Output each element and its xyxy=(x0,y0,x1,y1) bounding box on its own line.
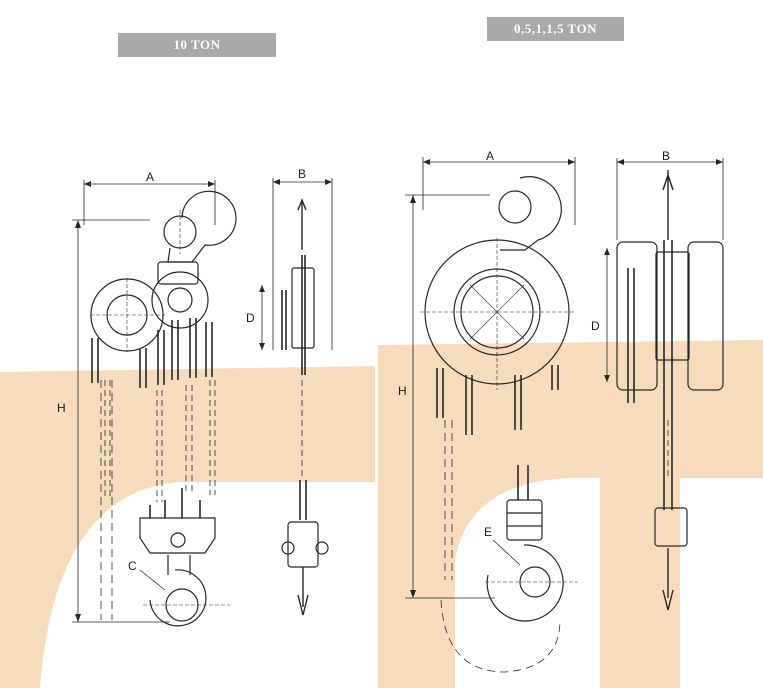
left-dim-h: H xyxy=(57,219,170,623)
right-top-hook xyxy=(500,176,562,251)
right-dim-h-label: H xyxy=(398,384,407,398)
left-front-view: A H xyxy=(57,170,237,627)
left-side-housing xyxy=(291,267,315,349)
left-load-chains xyxy=(91,318,216,620)
left-dim-b-label: B xyxy=(298,167,306,181)
left-dim-a: A xyxy=(83,170,216,225)
right-front-view: A H xyxy=(398,149,578,673)
left-dim-c-label: C xyxy=(128,559,137,573)
right-side-wheel xyxy=(616,241,658,391)
left-dim-d-label: D xyxy=(246,311,255,325)
right-dim-e-label: E xyxy=(484,525,492,539)
left-gear-housing xyxy=(157,261,199,285)
left-side-view: B D xyxy=(246,167,333,616)
left-bottom-hook xyxy=(149,569,207,627)
capacity-badge-small: 0,5,1,1,5 TON xyxy=(487,17,624,41)
capacity-badge-10-ton: 10 TON xyxy=(118,33,276,57)
right-dim-b-label: B xyxy=(662,149,670,163)
right-side-view: B D xyxy=(591,149,724,611)
left-dim-a-label: A xyxy=(146,170,154,184)
left-dim-h-label: H xyxy=(57,401,66,415)
right-dim-d-label: D xyxy=(591,319,600,333)
right-dim-a-label: A xyxy=(486,149,494,163)
right-load-chains xyxy=(436,365,559,580)
left-lower-block xyxy=(139,517,216,554)
left-top-hook xyxy=(167,190,237,263)
right-lower-block xyxy=(506,499,543,541)
right-bottom-hook xyxy=(486,544,564,622)
